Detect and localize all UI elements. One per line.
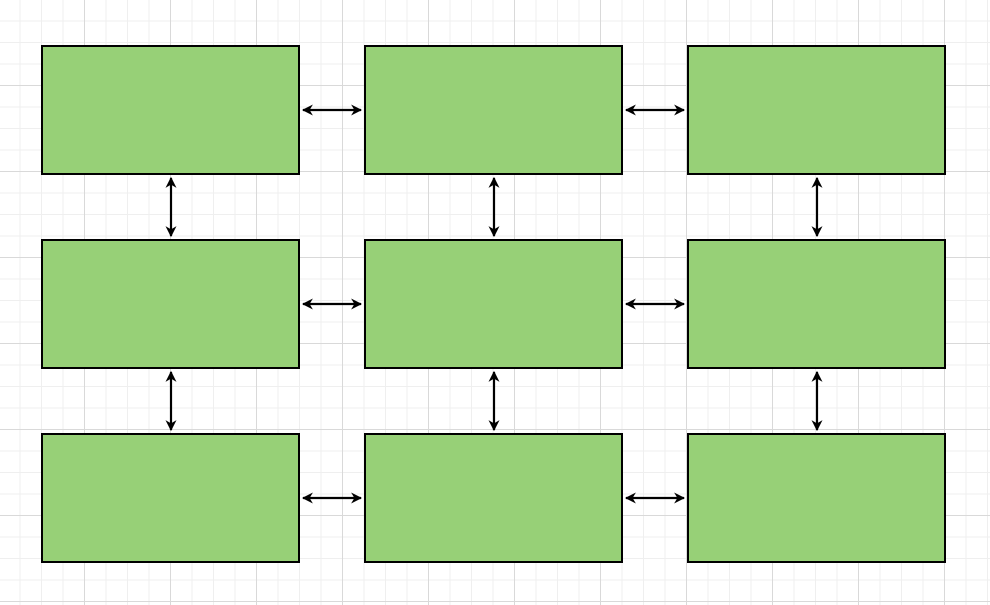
node-r2-c3[interactable] — [687, 239, 946, 369]
node-r2-c2[interactable] — [364, 239, 623, 369]
node-r1-c1[interactable] — [41, 45, 300, 175]
node-r3-c1[interactable] — [41, 433, 300, 563]
node-r1-c3[interactable] — [687, 45, 946, 175]
node-r3-c3[interactable] — [687, 433, 946, 563]
node-r3-c2[interactable] — [364, 433, 623, 563]
node-r2-c1[interactable] — [41, 239, 300, 369]
node-r1-c2[interactable] — [364, 45, 623, 175]
